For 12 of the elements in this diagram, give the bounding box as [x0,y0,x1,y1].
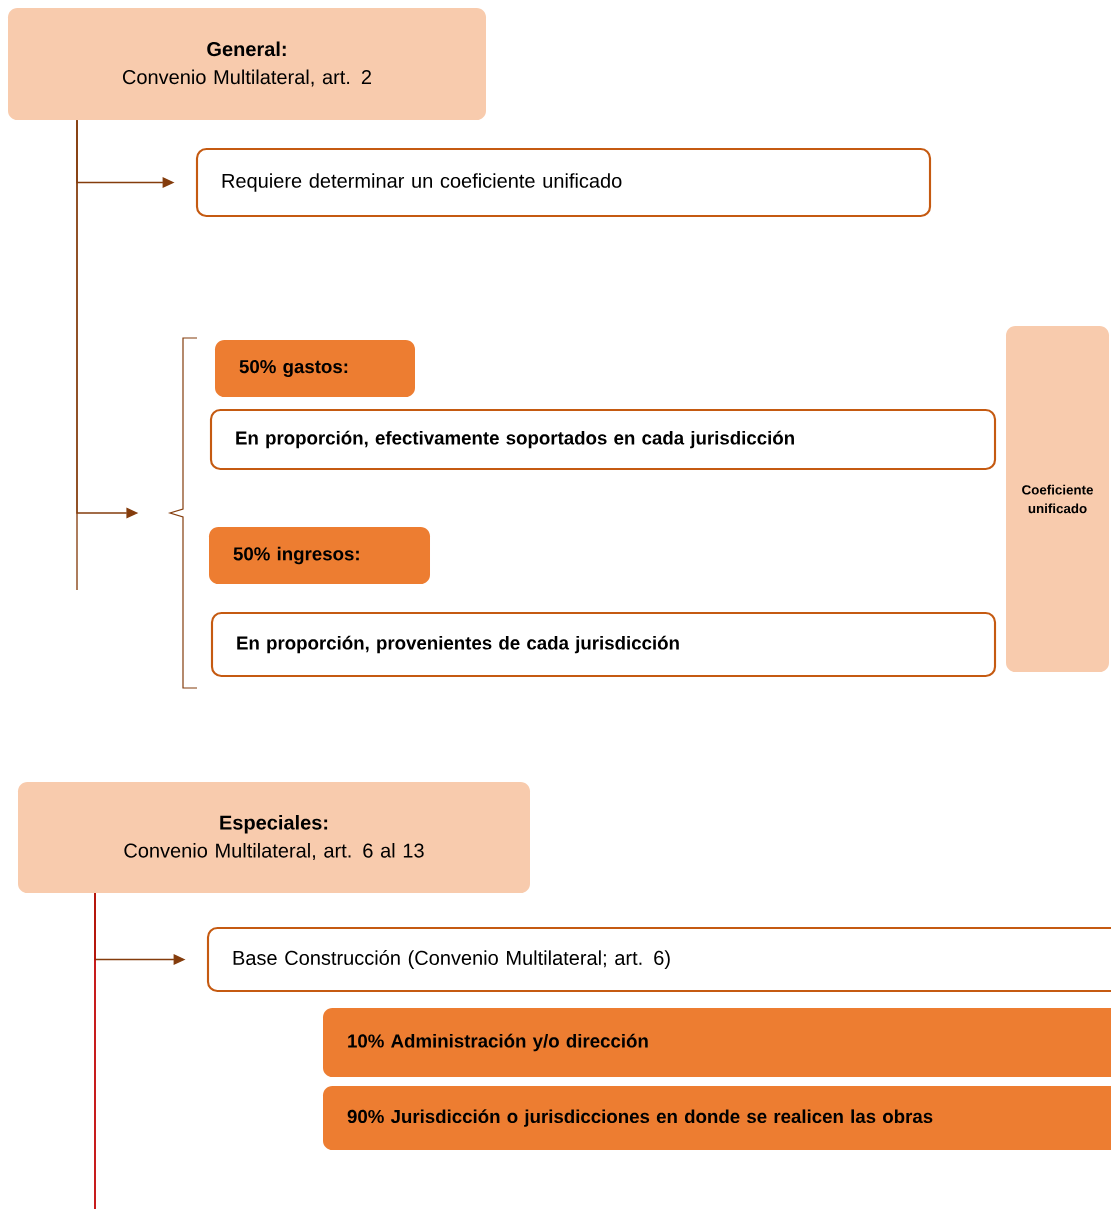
bracket [167,337,198,689]
process-box: En proporción, efectivamente soportados en cada jurisdicción [209,408,997,471]
heading-box: General: Convenio Multilateral, art. 2 [8,8,486,120]
heading-box: Especiales: Convenio Multilateral, art. 6 al 13 [18,782,530,893]
label-box: 50% gastos: [215,340,415,397]
label-box: 90% Jurisdicción o jurisdicciones en donde se realicen las obras [323,1086,1111,1150]
label-box: 50% ingresos: [209,527,430,584]
process-box: Requiere determinar un coeficiente unificado [195,147,932,218]
process-box: En proporción, provenientes de cada jurisdicción [210,611,997,678]
side-box: Coeficiente unificado [1006,326,1109,672]
process-box: Base Construcción (Convenio Multilateral; art. 6) [206,926,1111,993]
label-box: 10% Administración y/o dirección [323,1008,1111,1077]
